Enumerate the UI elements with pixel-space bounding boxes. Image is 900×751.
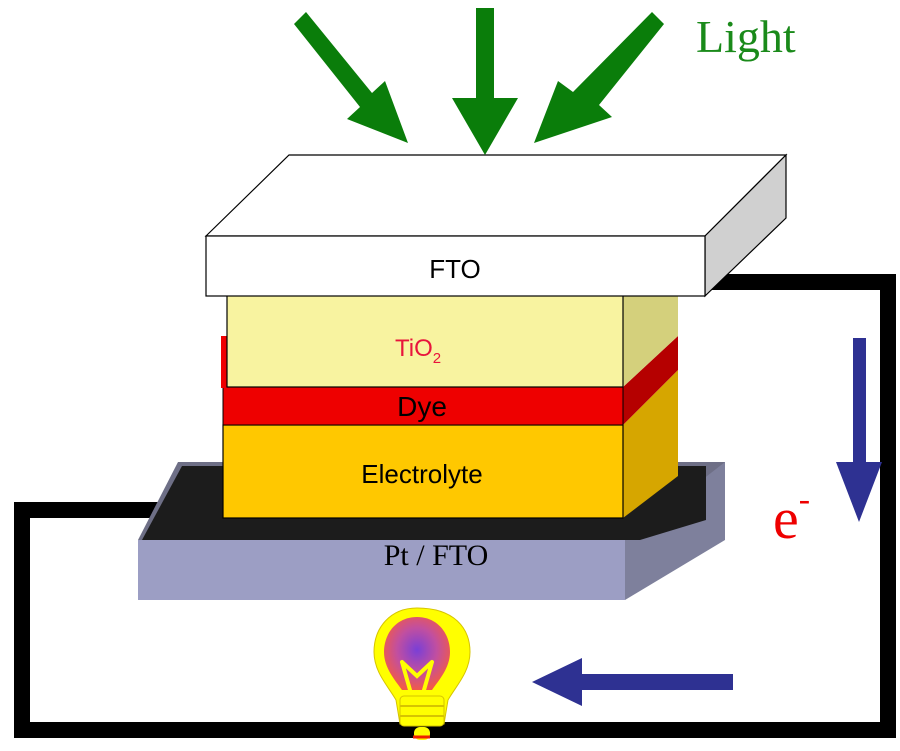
tio2-label-subscript: 2 [433,350,441,367]
light-arrow-icon [294,12,408,143]
fto-label: FTO [429,254,481,284]
electrolyte-label: Electrolyte [361,459,482,489]
electrolyte-layer [222,370,678,519]
substrate-front [138,540,625,600]
tio2-front [226,294,624,388]
fto-top [204,154,788,237]
light-bulb-icon [373,607,471,740]
dye-side [623,336,678,425]
electron-label-superscript: - [799,481,810,518]
dye-left-lip [221,336,227,388]
electron-label: e- [773,481,810,551]
tio2-label-base: TiO [395,335,433,362]
tio2-label: TiO2 [395,335,441,367]
light-arrow-icon [534,12,664,143]
dye-front [222,386,624,426]
electrolyte-front [222,424,624,519]
tio2-layer [226,294,678,388]
dye-label: Dye [397,391,447,422]
current-arrow-icon [532,658,733,706]
circuit-wire [14,274,896,738]
current-arrow-icon [836,338,882,522]
light-arrows [294,8,664,155]
tio2-side [623,295,678,387]
light-label: Light [696,11,796,62]
pt-fto-label: Pt / FTO [384,539,489,572]
electrolyte-side [623,370,678,518]
dye-layer [221,336,678,426]
fto-front [205,235,706,297]
light-arrow-icon [452,8,518,155]
electron-label-base: e [773,486,799,551]
fto-layer [204,153,788,298]
